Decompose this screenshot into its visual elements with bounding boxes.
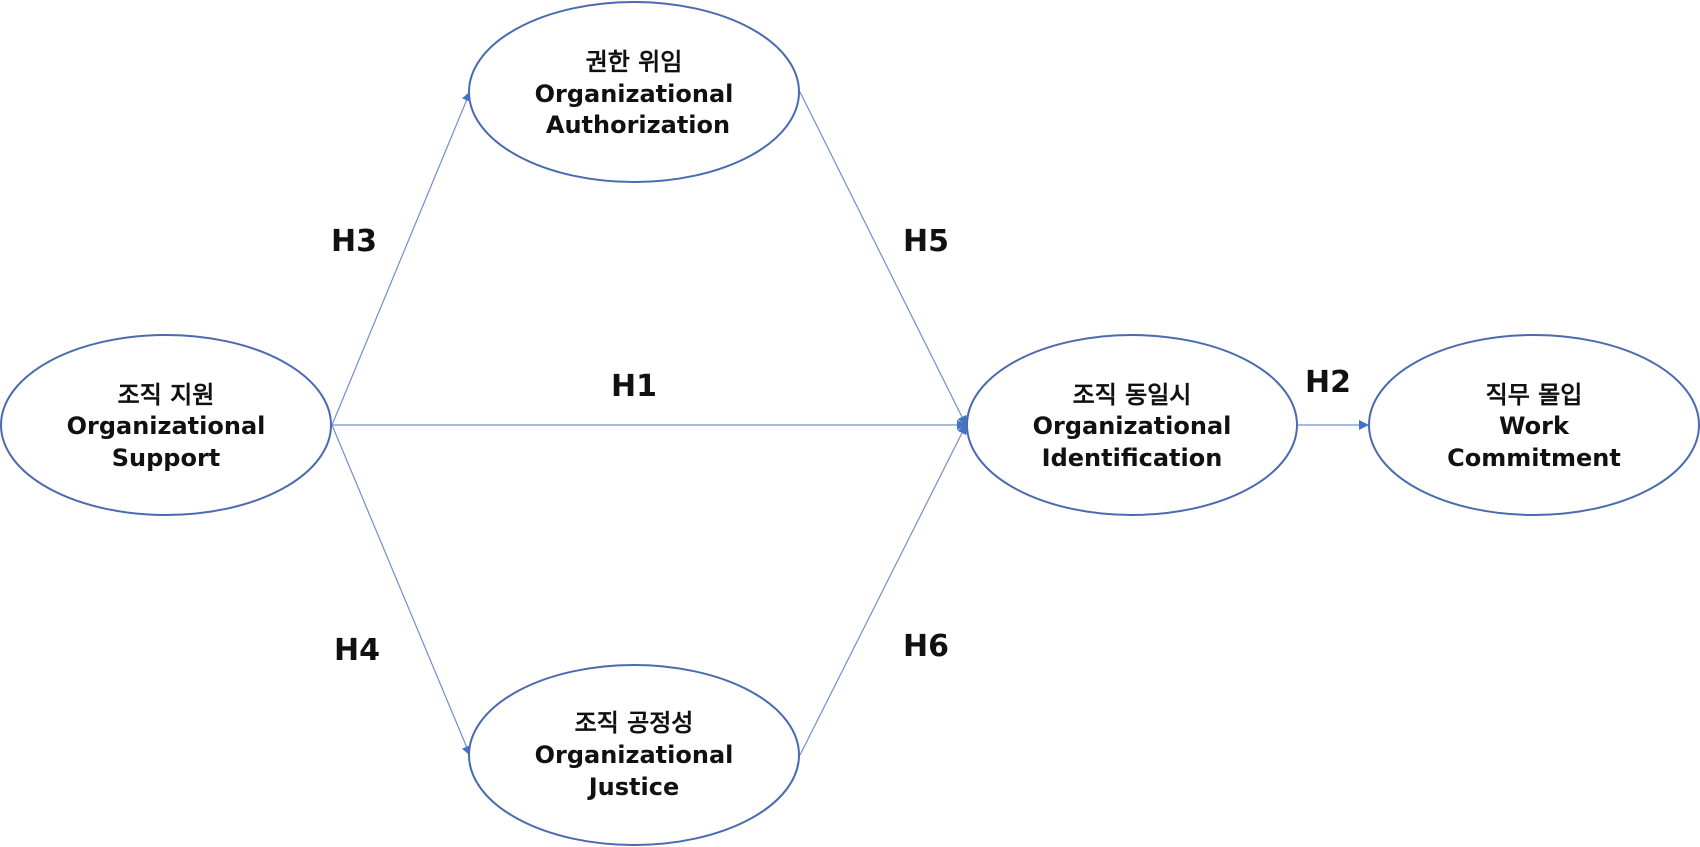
node-organizational-authorization: 권한 위임 Organizational Authorization — [468, 1, 800, 183]
label-h3: H3 — [331, 224, 377, 259]
label-h1: H1 — [611, 369, 657, 404]
node-organizational-support: 조직 지원 Organizational Support — [0, 334, 332, 516]
label-h6: H6 — [903, 629, 949, 664]
node-english-line1: Organizational — [535, 741, 734, 769]
node-english-line2: Identification — [1042, 444, 1223, 472]
node-korean-label: 직무 몰입 — [1486, 381, 1583, 409]
edge-h3-support-to-authorization — [331, 91, 472, 426]
node-english-line2: Commitment — [1447, 444, 1621, 472]
node-english-line2: Support — [112, 444, 221, 472]
node-ellipse — [966, 334, 1298, 516]
label-h5: H5 — [903, 224, 949, 259]
label-h2: H2 — [1305, 365, 1351, 400]
edge-h5-authorization-to-identification — [799, 91, 967, 426]
node-english-line1: Organizational — [1033, 412, 1232, 440]
node-work-commitment: 직무 몰입 Work Commitment — [1368, 334, 1700, 516]
node-korean-label: 조직 공정성 — [575, 709, 694, 737]
node-english-line1: Work — [1499, 412, 1570, 440]
node-english-line1: Organizational — [535, 80, 734, 108]
node-ellipse — [0, 334, 332, 516]
edges — [331, 91, 1369, 756]
edge-h4-support-to-justice — [331, 424, 472, 756]
node-ellipse — [468, 664, 800, 846]
node-organizational-identification: 조직 동일시 Organizational Identification — [966, 334, 1298, 516]
node-english-line2: Authorization — [546, 111, 730, 139]
label-h4: H4 — [334, 633, 380, 668]
node-organizational-justice: 조직 공정성 Organizational Justice — [468, 664, 800, 846]
hypothesis-labels: H1 H2 H3 H4 H5 H6 — [331, 224, 1351, 668]
node-ellipse — [1368, 334, 1700, 516]
node-korean-label: 조직 지원 — [118, 381, 215, 409]
node-korean-label: 조직 동일시 — [1073, 381, 1192, 409]
node-english-line2: Justice — [587, 773, 680, 801]
node-english-line1: Organizational — [67, 412, 266, 440]
node-ellipse — [468, 1, 800, 183]
node-korean-label: 권한 위임 — [586, 48, 683, 76]
edge-h6-justice-to-identification — [799, 424, 967, 756]
